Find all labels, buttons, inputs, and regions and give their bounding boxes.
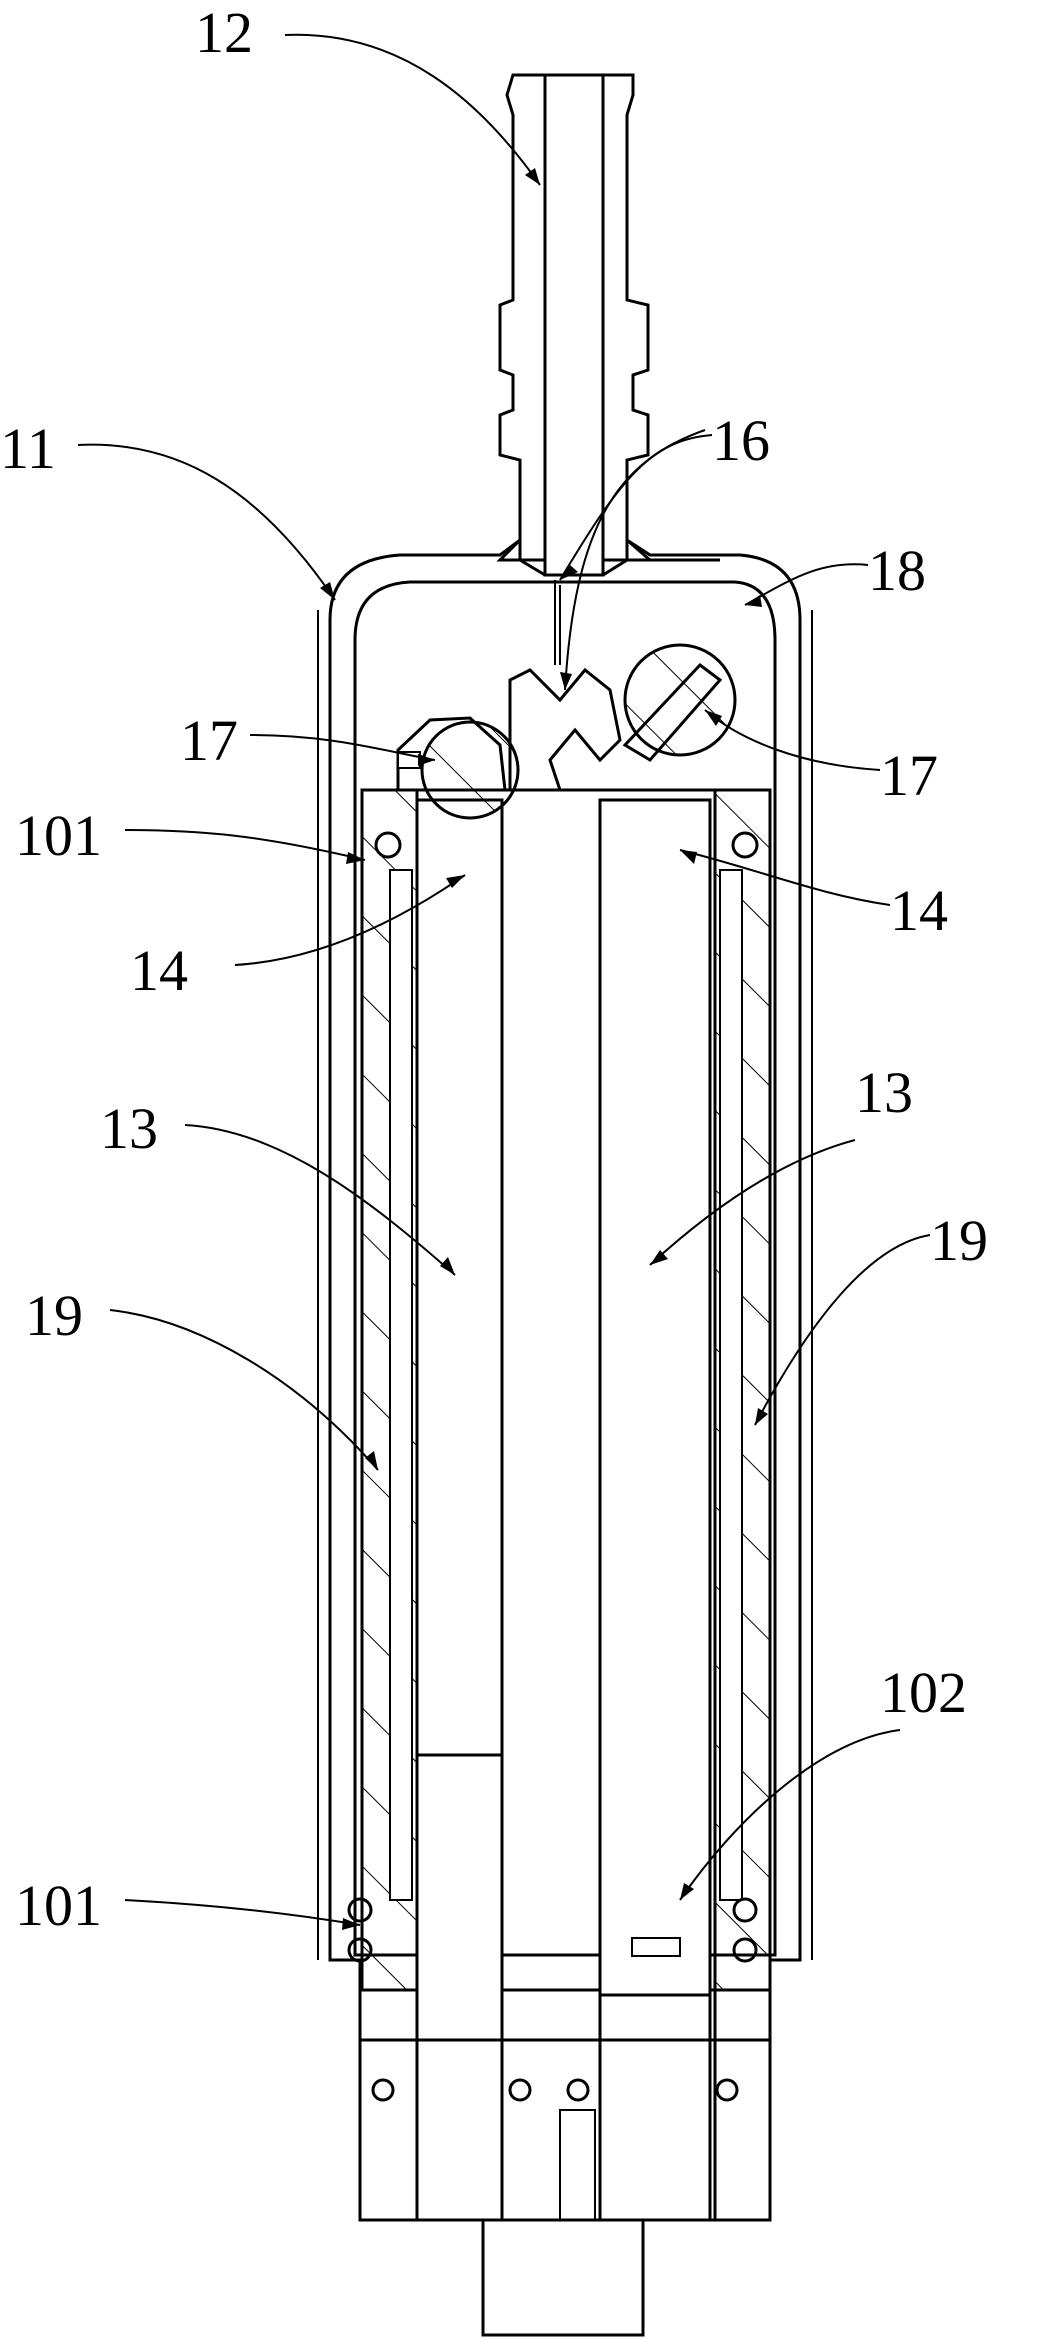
pin-102 [631, 1937, 681, 1957]
label-13-left: 13 [100, 1096, 158, 1161]
label-11: 11 [0, 416, 56, 481]
check-valve-16 [508, 667, 622, 792]
ball-left-17 [420, 720, 520, 820]
core-body [415, 788, 717, 2222]
passage-right-13 [598, 798, 712, 2102]
label-102: 102 [880, 1660, 967, 1725]
nozzle-tube-12 [496, 73, 720, 577]
label-13-right: 13 [855, 1060, 913, 1125]
inner-sleeve-left-19 [360, 788, 419, 1992]
ball-right-17 [623, 643, 737, 757]
label-101-bottom: 101 [15, 1873, 102, 1938]
label-19-left: 19 [25, 1283, 83, 1348]
inner-sleeve-right-19 [713, 788, 772, 1992]
label-101-top: 101 [15, 803, 102, 868]
leader-lines [77, 33, 931, 1930]
label-16: 16 [712, 408, 770, 473]
label-17-right: 17 [880, 743, 938, 808]
bottom-base [358, 1990, 772, 2337]
reference-labels: 12 11 16 18 17 17 101 14 14 13 13 19 19 … [0, 0, 988, 1938]
label-17-left: 17 [180, 708, 238, 773]
bottom-stem [481, 2218, 645, 2337]
valve-assembly [396, 580, 737, 820]
label-18: 18 [868, 538, 926, 603]
label-14-left: 14 [130, 938, 188, 1003]
label-14-right: 14 [890, 878, 948, 943]
o-rings [347, 831, 759, 2102]
label-19-right: 19 [930, 1208, 988, 1273]
outer-housing-11 [317, 537, 813, 1992]
label-12: 12 [195, 0, 253, 65]
